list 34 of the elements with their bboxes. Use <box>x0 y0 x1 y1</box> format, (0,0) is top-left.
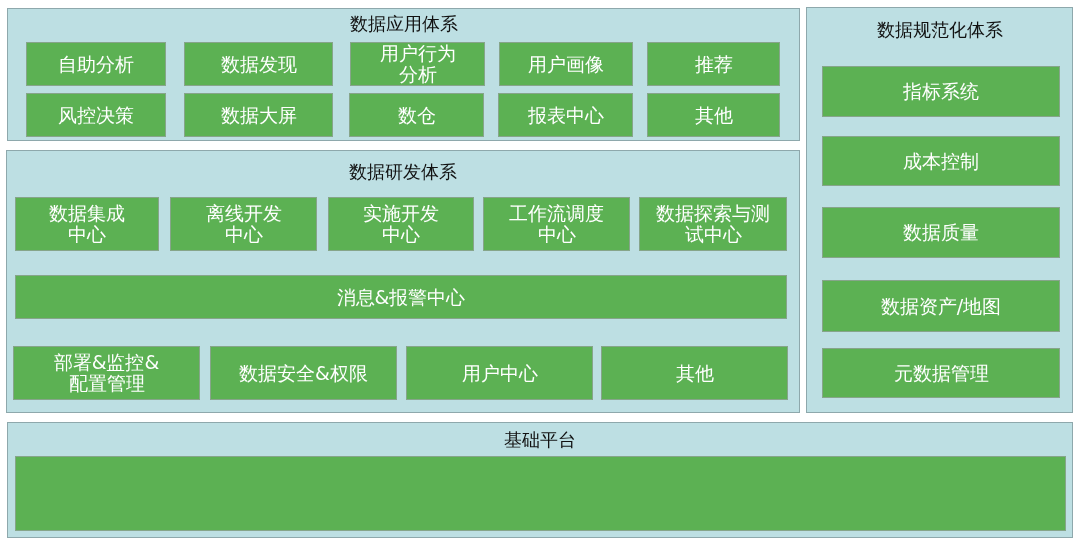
module-box: 数据探索与测试中心 <box>639 197 787 251</box>
module-box: 实施开发中心 <box>328 197 474 251</box>
panel-heading: 数据应用体系 <box>349 13 458 35</box>
module-box: 消息&报警中心 <box>15 275 787 319</box>
module-box: 数据资产/地图 <box>822 280 1060 332</box>
module-box: 用户行为分析 <box>350 42 485 86</box>
panel-heading: 数据研发体系 <box>349 161 457 183</box>
module-box: 成本控制 <box>822 136 1060 186</box>
module-box: 部署&监控&配置管理 <box>13 346 200 400</box>
layer-panel <box>7 422 1073 538</box>
module-box: 数据发现 <box>184 42 333 86</box>
module-box: 指标系统 <box>822 66 1060 117</box>
module-box: 数仓 <box>349 93 484 137</box>
platform-box <box>15 456 1066 531</box>
module-box: 数据集成中心 <box>15 197 159 251</box>
module-box: 离线开发中心 <box>170 197 317 251</box>
module-box: 用户中心 <box>406 346 593 400</box>
module-box: 风控决策 <box>26 93 166 137</box>
module-box: 用户画像 <box>499 42 633 86</box>
module-box: 工作流调度中心 <box>483 197 630 251</box>
module-box: 元数据管理 <box>822 348 1060 398</box>
layer-panel <box>7 8 800 141</box>
layer-panel <box>806 7 1073 413</box>
layer-panel <box>6 150 800 413</box>
module-box: 数据质量 <box>822 207 1060 258</box>
module-box: 自助分析 <box>26 42 166 86</box>
module-box: 推荐 <box>647 42 780 86</box>
module-box: 其他 <box>647 93 780 137</box>
panel-heading: 数据规范化体系 <box>876 19 1003 41</box>
module-box: 其他 <box>601 346 788 400</box>
module-box: 数据安全&权限 <box>210 346 397 400</box>
panel-heading: 基础平台 <box>504 429 576 451</box>
module-box: 报表中心 <box>498 93 633 137</box>
module-box: 数据大屏 <box>184 93 333 137</box>
